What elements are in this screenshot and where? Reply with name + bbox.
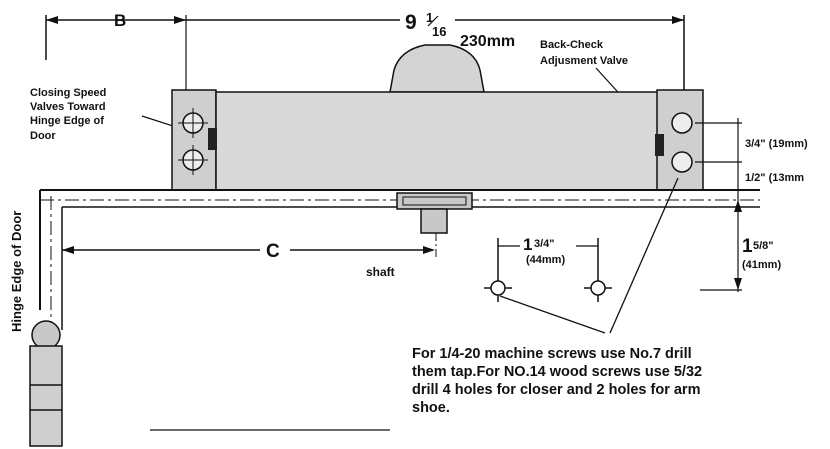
svg-text:C: C [266,241,280,262]
hole-crosshairs [178,108,208,175]
back-check-label: Back-Check Adjusment Valve [540,39,657,135]
dim-1-5-8-whole: 1 [742,236,753,257]
svg-text:Closing Speed: Closing Speed [30,87,106,99]
hinge-edge-label: Hinge Edge of Door [9,211,24,332]
note-line: shoe. [412,400,450,416]
dim-three-quarter: 3/4" (19mm) [745,138,808,150]
hinge [29,320,63,447]
dim-c: C [62,241,435,262]
note-line: drill 4 holes for closer and 2 holes for… [412,382,701,398]
dim-1-3-4-frac: 3/4" [534,238,555,250]
overall-dim-den: 16 [432,24,446,39]
closer-dome [389,44,485,93]
dim-b-label: B [114,11,126,30]
svg-text:Valves Toward: Valves Toward [30,101,106,113]
dim-44mm: (44mm) [526,254,565,266]
svg-text:Back-Check: Back-Check [540,39,604,51]
note-leaders [499,177,679,334]
back-check-valve [655,134,664,156]
overall-dimension: B 9 1 16 230mm [45,10,685,92]
dim-1-3-4-whole: 1 [523,235,532,254]
note-line: them tap.For NO.14 wood screws use 5/32 [412,364,703,380]
svg-text:Door: Door [30,130,56,142]
dim-1-5-8-frac: 5/8" [753,240,774,252]
note-line: For 1/4-20 machine screws use No.7 drill [412,346,692,362]
svg-text:Adjusment Valve: Adjusment Valve [540,55,628,67]
dim-half: 1/2" (13mm [745,172,804,184]
arm-shoe-holes [484,238,612,302]
shaft-label: shaft [366,265,395,279]
overall-dim-num: 1 [426,10,433,25]
door-frame [39,189,760,330]
dim-41mm: (41mm) [742,259,781,271]
svg-text:Hinge Edge of: Hinge Edge of [30,115,104,127]
overall-dim-whole: 9 [405,11,417,34]
right-dimensions: 3/4" (19mm) 1/2" (13mm 1 5/8" (41mm) [695,118,808,292]
closing-speed-valve [208,128,217,150]
closer-body [215,91,660,191]
drilling-note: For 1/4-20 machine screws use No.7 drill… [412,345,817,417]
closer-shaft: shaft [366,192,473,279]
overall-dim-mm: 230mm [460,33,515,50]
